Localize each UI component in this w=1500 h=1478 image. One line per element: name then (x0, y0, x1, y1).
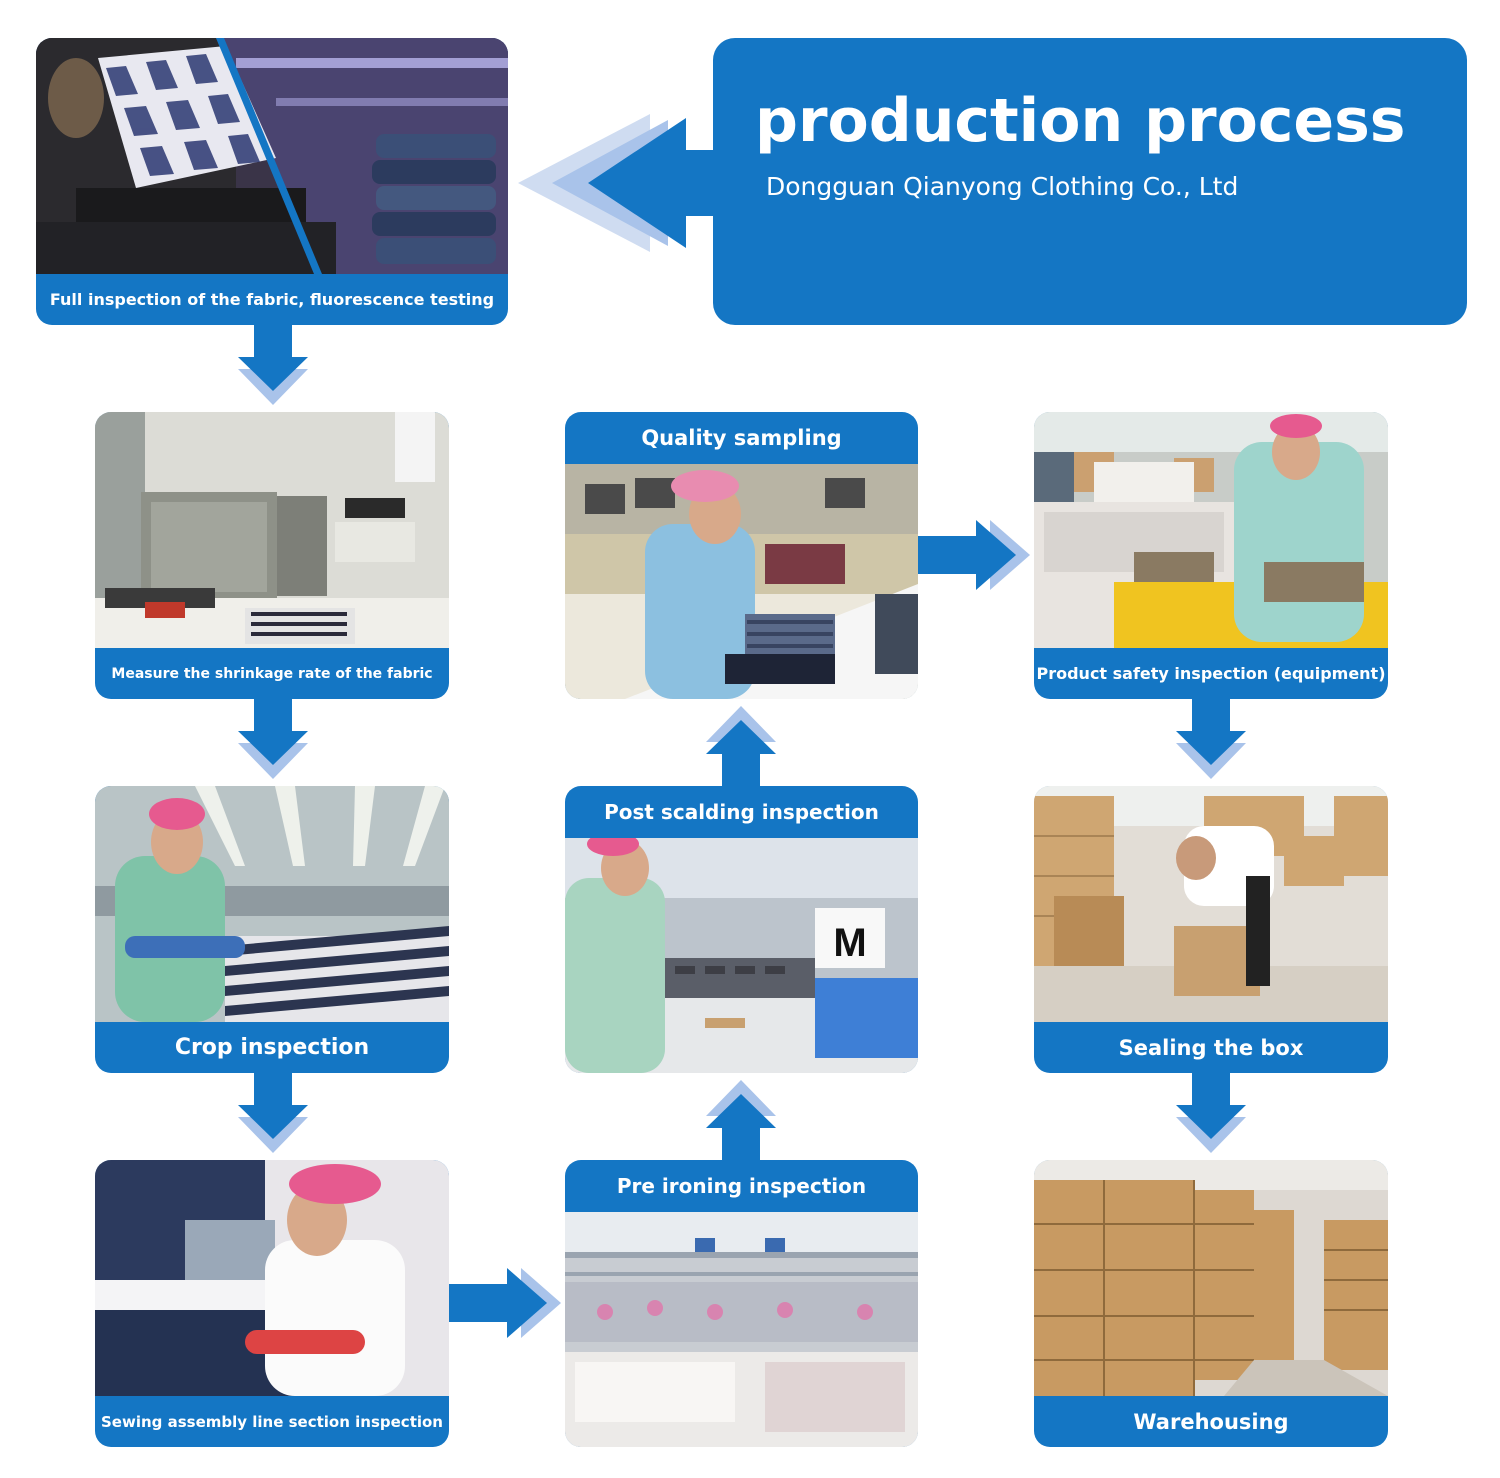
down-arrow-icon (238, 325, 308, 405)
step-crop: Crop inspection (95, 786, 449, 1073)
step-pre-ironing: Pre ironing inspection (565, 1160, 918, 1447)
company-name: Dongguan Qianyong Clothing Co., Ltd (766, 172, 1239, 201)
crop-inspection-photo (95, 786, 449, 1022)
quality-sampling-photo (565, 464, 918, 699)
caption-sealing-box: Sealing the box (1118, 1035, 1304, 1060)
fabric-inspection-photo (36, 38, 508, 274)
safety-inspection-photo (1034, 412, 1388, 648)
caption-sewing: Sewing assembly line section inspection (101, 1412, 443, 1431)
warehouse-photo (1034, 1160, 1388, 1396)
shrinkage-lab-photo (95, 412, 449, 648)
left-arrow-icon (518, 114, 714, 252)
down-arrow-icon (1176, 699, 1246, 779)
step-sealing-box: Sealing the box (1034, 786, 1388, 1073)
caption-post-scalding: Post scalding inspection (604, 800, 879, 824)
size-card-label: M (833, 921, 866, 965)
caption-fabric-inspection: Full inspection of the fabric, fluoresce… (49, 290, 495, 309)
step-shrinkage: Measure the shrinkage rate of the fabric (95, 412, 449, 699)
down-arrow-icon (238, 1073, 308, 1153)
step-warehousing: Warehousing (1034, 1160, 1388, 1447)
up-arrow-icon (706, 706, 776, 786)
right-arrow-icon (918, 520, 1030, 590)
up-arrow-icon (706, 1080, 776, 1160)
caption-pre-ironing: Pre ironing inspection (616, 1174, 867, 1198)
header-box: production process Dongguan Qianyong Clo… (713, 38, 1467, 325)
box-sealing-photo (1034, 786, 1388, 1022)
down-arrow-icon (238, 699, 308, 779)
step-sewing: Sewing assembly line section inspection (95, 1160, 449, 1447)
right-arrow-icon (449, 1268, 561, 1338)
caption-warehousing: Warehousing (1133, 1409, 1289, 1434)
post-scalding-photo: M (565, 838, 918, 1073)
step-post-scalding: Post scalding inspection M (565, 786, 918, 1073)
pre-ironing-photo (565, 1212, 918, 1447)
caption-crop: Crop inspection (174, 1035, 370, 1060)
step-product-safety: Product safety inspection (equipment) (1034, 412, 1388, 699)
caption-shrinkage: Measure the shrinkage rate of the fabric (111, 665, 433, 682)
sewing-line-photo (95, 1160, 449, 1396)
caption-quality-sampling: Quality sampling (641, 426, 842, 450)
caption-product-safety: Product safety inspection (equipment) (1036, 664, 1386, 683)
down-arrow-icon (1176, 1073, 1246, 1153)
page-title: production process (755, 86, 1406, 156)
step-fabric-inspection: Full inspection of the fabric, fluoresce… (36, 38, 508, 325)
step-quality-sampling: Quality sampling (565, 412, 918, 699)
